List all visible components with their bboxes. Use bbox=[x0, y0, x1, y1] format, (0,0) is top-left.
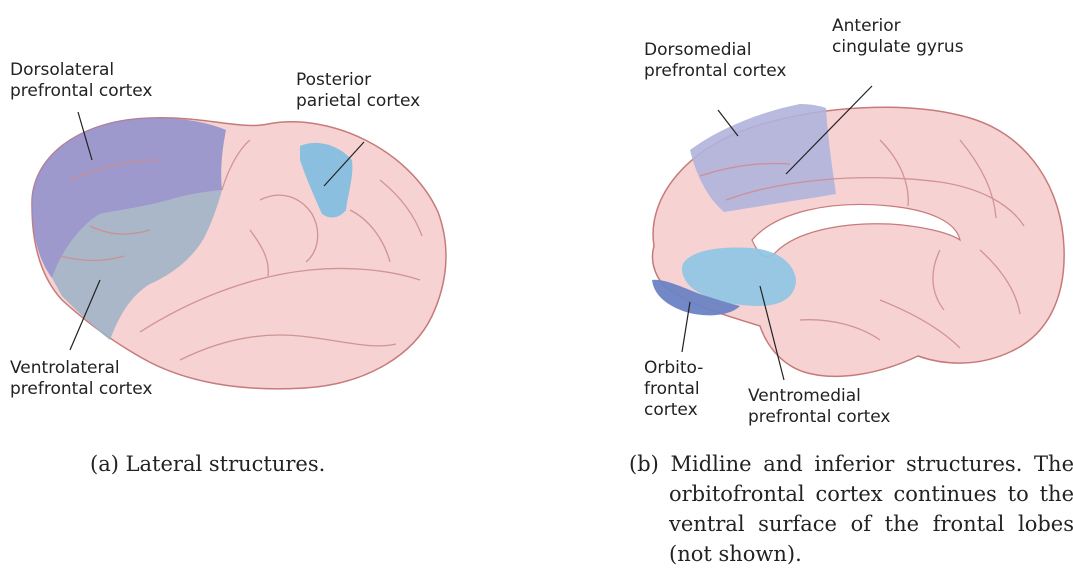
caption-panel-b: (b) Midline and inferior structures. The… bbox=[629, 449, 1073, 569]
caption-panel-a: (a) Lateral structures. bbox=[90, 449, 325, 479]
label-dorsolateral-prefrontal-cortex: Dorsolateral prefrontal cortex bbox=[10, 60, 152, 102]
label-ventromedial-prefrontal-cortex: Ventromedial prefrontal cortex bbox=[748, 386, 890, 428]
label-ventrolateral-prefrontal-cortex: Ventrolateral prefrontal cortex bbox=[10, 358, 152, 400]
label-dorsomedial-prefrontal-cortex: Dorsomedial prefrontal cortex bbox=[644, 40, 786, 82]
dmpfc-region bbox=[690, 104, 836, 212]
label-anterior-cingulate-gyrus: Anterior cingulate gyrus bbox=[832, 16, 964, 58]
label-orbitofrontal-cortex: Orbito- frontal cortex bbox=[644, 358, 703, 421]
medial-brain bbox=[652, 104, 1064, 376]
lateral-brain bbox=[32, 118, 446, 389]
label-posterior-parietal-cortex: Posterior parietal cortex bbox=[296, 70, 420, 112]
